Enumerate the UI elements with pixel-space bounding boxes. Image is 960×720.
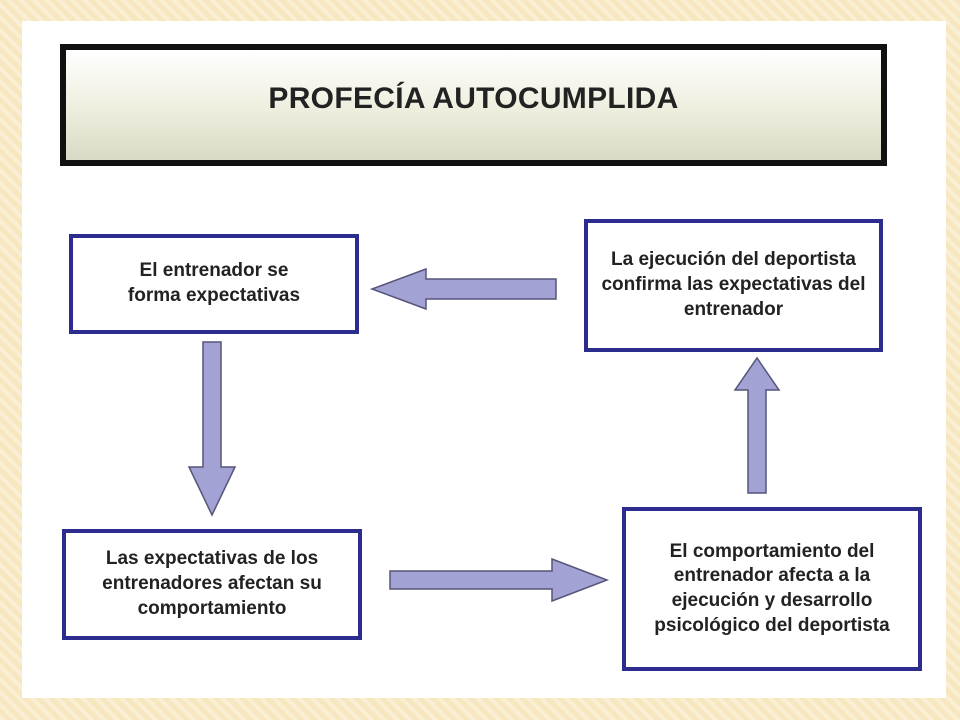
node-expectations-affect-behavior: Las expectativas de los entrenadores afe… xyxy=(62,529,362,640)
arrow-left xyxy=(369,267,557,311)
node-athlete-performance-confirms: La ejecución del deportista confirma las… xyxy=(584,219,883,352)
node-coach-forms-expectations: El entrenador se forma expectativas xyxy=(69,234,359,334)
arrows-layer xyxy=(187,267,781,603)
node-label: La ejecución del deportista confirma las… xyxy=(601,249,866,320)
slide: PROFECÍA AUTOCUMPLIDA El entrenador se f… xyxy=(22,21,946,698)
node-label: El comportamiento del entrenador afecta … xyxy=(654,540,890,636)
arrow-up xyxy=(733,356,781,494)
title-box: PROFECÍA AUTOCUMPLIDA xyxy=(60,44,887,166)
node-behavior-affects-performance: El comportamiento del entrenador afecta … xyxy=(622,507,922,671)
arrow-down xyxy=(187,341,237,517)
page-title: PROFECÍA AUTOCUMPLIDA xyxy=(268,82,679,115)
node-label: Las expectativas de los entrenadores afe… xyxy=(102,548,322,619)
arrow-right xyxy=(389,557,610,603)
node-label: El entrenador se forma expectativas xyxy=(127,260,301,306)
